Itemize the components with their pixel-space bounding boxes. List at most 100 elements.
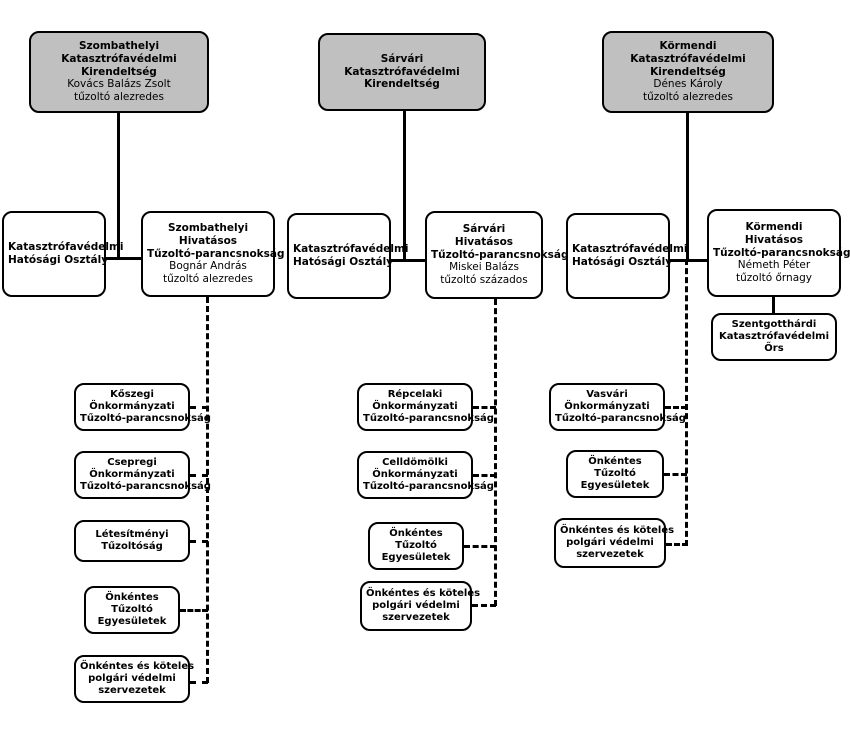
node-line: Tűzoltó-parancsnokság [363, 413, 494, 425]
connector-kormend-to-ors [772, 297, 775, 314]
connector-stub [472, 604, 496, 607]
node-line: tűzoltó alezredes [74, 91, 164, 104]
node-line: Kőszegi [110, 388, 154, 400]
node-line: Tűzoltó-parancsnokság [713, 246, 850, 259]
node-line: Bognár András [169, 260, 247, 273]
node-line: Tűzoltó-parancsnokság [431, 248, 569, 261]
node-line: Répcelaki [387, 388, 443, 400]
node-line: Egyesületek [97, 616, 167, 628]
connector-stub [665, 406, 687, 409]
node-line: szervezetek [382, 612, 450, 624]
node-sarvar-onkentes-tuzolto-egyesuletek[interactable]: Önkéntes Tűzoltó Egyesületek [368, 522, 464, 570]
node-line: Kirendeltség [364, 78, 440, 91]
node-line: Tűzoltó [111, 603, 153, 615]
node-line: Katasztrófavédelmi [8, 241, 124, 254]
node-line: Önkéntes és köteles [560, 524, 675, 536]
node-line: Katasztrófavédelmi [572, 243, 688, 256]
node-line: Hivatásos [744, 233, 804, 246]
node-line: Önkormányzati [564, 400, 650, 412]
node-line: polgári védelmi [88, 672, 176, 684]
node-szentgotthardi-ors[interactable]: Szentgotthárdi Katasztrófavédelmi Őrs [711, 313, 837, 361]
node-line: Önkéntes [389, 527, 443, 539]
node-line: szervezetek [576, 549, 644, 561]
node-kormend-kirendeltseg[interactable]: Körmendi Katasztrófavédelmi Kirendeltség… [602, 31, 774, 113]
node-line: polgári védelmi [566, 536, 654, 548]
connector-kormend-dashed-spine [685, 259, 688, 546]
node-line: Egyesületek [580, 480, 650, 492]
node-line: Celldömölki [382, 456, 448, 468]
node-csepregi-onkormanyzati[interactable]: Csepregi Önkormányzati Tűzoltó-parancsno… [74, 451, 211, 499]
node-line: Önkéntes és köteles [366, 587, 481, 599]
connector-stub [190, 474, 208, 477]
connector-stub [464, 545, 496, 548]
node-line: Hatósági Osztály [572, 256, 673, 268]
connector-stub [190, 681, 208, 684]
node-sarvar-hatosagi-osztaly[interactable]: Katasztrófavédelmi Hatósági Osztály [287, 213, 409, 299]
node-celldomolki-onkormanyzati[interactable]: Celldömölki Önkormányzati Tűzoltó-paranc… [357, 451, 494, 499]
node-line: Hatósági Osztály [293, 256, 394, 268]
connector-szombathely-row2-bar [106, 257, 141, 260]
node-line: Szombathelyi [78, 40, 160, 52]
connector-stub [190, 406, 208, 409]
connector-stub [473, 474, 496, 477]
node-line: tűzoltó alezredes [643, 91, 733, 104]
node-szombathely-hatosagi-osztaly[interactable]: Katasztrófavédelmi Hatósági Osztály [2, 211, 124, 297]
node-sarvar-tuzolto-parancsnoksag[interactable]: Sárvári Hivatásos Tűzoltó-parancsnokság … [425, 211, 569, 299]
node-letesitmenyi-tuzoltosag[interactable]: Létesítményi Tűzoltóság [74, 520, 190, 562]
node-szombathely-polgari-vedelmi-szervezetek[interactable]: Önkéntes és köteles polgári védelmi szer… [74, 655, 195, 703]
node-line: Tűzoltó-parancsnokság [363, 481, 494, 493]
node-line: Egyesületek [381, 552, 451, 564]
node-line: tűzoltó őrnagy [735, 272, 813, 285]
connector-sarvar-dashed-spine [494, 299, 497, 606]
node-line: tűzoltó alezredes [163, 273, 253, 286]
connector-kormend-trunk [686, 113, 689, 261]
connector-szombathely-dashed-spine [206, 297, 209, 683]
node-line: Hatósági Osztály [8, 254, 109, 266]
node-line: szervezetek [98, 685, 166, 697]
connector-stub [664, 473, 687, 476]
node-line: Önkormányzati [372, 468, 458, 480]
connector-stub [190, 540, 208, 543]
node-line: Önkormányzati [89, 468, 175, 480]
node-line: Vasvári [586, 388, 628, 400]
node-line: Őrs [764, 343, 784, 355]
node-line: Tűzoltóság [101, 541, 163, 552]
node-line: Hivatásos [178, 234, 238, 247]
node-line: Katasztrófavédelmi [630, 52, 746, 65]
node-line: Dénes Károly [653, 78, 723, 91]
node-line: Katasztrófavédelmi [293, 243, 409, 256]
node-sarvar-polgari-vedelmi-szervezetek[interactable]: Önkéntes és köteles polgári védelmi szer… [360, 581, 481, 631]
node-kormend-hatosagi-osztaly[interactable]: Katasztrófavédelmi Hatósági Osztály [566, 213, 688, 299]
node-line: Hivatásos [454, 235, 514, 248]
node-szombathely-tuzolto-parancsnoksag[interactable]: Szombathelyi Hivatásos Tűzoltó-parancsno… [141, 211, 285, 297]
node-line: Tűzoltó-parancsnokság [80, 481, 211, 493]
connector-szombathely-trunk [117, 113, 120, 259]
node-line: Sárvári [380, 52, 424, 65]
node-line: Szombathelyi [167, 222, 249, 234]
node-vasvari-onkormanyzati[interactable]: Vasvári Önkormányzati Tűzoltó-parancsnok… [549, 383, 686, 431]
node-line: Önkéntes és köteles [80, 660, 195, 672]
node-line: Kirendeltség [650, 65, 726, 78]
node-line: Csepregi [107, 456, 157, 468]
node-line: Katasztrófavédelmi [344, 65, 460, 78]
node-szombathely-kirendeltseg[interactable]: Szombathelyi Katasztrófavédelmi Kirendel… [29, 31, 209, 113]
node-repcelaki-onkormanyzati[interactable]: Répcelaki Önkormányzati Tűzoltó-parancsn… [357, 383, 494, 431]
node-line: Katasztrófavédelmi [61, 52, 177, 65]
node-line: Sárvári [462, 223, 506, 235]
node-line: Katasztrófavédelmi [719, 330, 829, 342]
node-koszegi-onkormanyzati[interactable]: Kőszegi Önkormányzati Tűzoltó-parancsnok… [74, 383, 211, 431]
node-line: Tűzoltó-parancsnokság [555, 413, 686, 425]
node-line: Tűzoltó-parancsnokság [147, 247, 285, 260]
node-line: Miskei Balázs [449, 261, 519, 274]
connector-sarvar-row2-bar [390, 259, 426, 262]
node-kormend-onkentes-tuzolto-egyesuletek[interactable]: Önkéntes Tűzoltó Egyesületek [566, 450, 664, 498]
node-line: Németh Péter [737, 259, 811, 272]
node-line: Tűzoltó [594, 467, 636, 479]
node-sarvar-kirendeltseg[interactable]: Sárvári Katasztrófavédelmi Kirendeltség [318, 33, 486, 111]
node-kormend-polgari-vedelmi-szervezetek[interactable]: Önkéntes és köteles polgári védelmi szer… [554, 518, 675, 568]
node-szombathely-onkentes-tuzolto-egyesuletek[interactable]: Önkéntes Tűzoltó Egyesületek [84, 586, 180, 634]
connector-stub [473, 406, 496, 409]
node-line: Szentgotthárdi [731, 318, 817, 330]
node-kormend-tuzolto-parancsnoksag[interactable]: Körmendi Hivatásos Tűzoltó-parancsnokság… [707, 209, 850, 297]
